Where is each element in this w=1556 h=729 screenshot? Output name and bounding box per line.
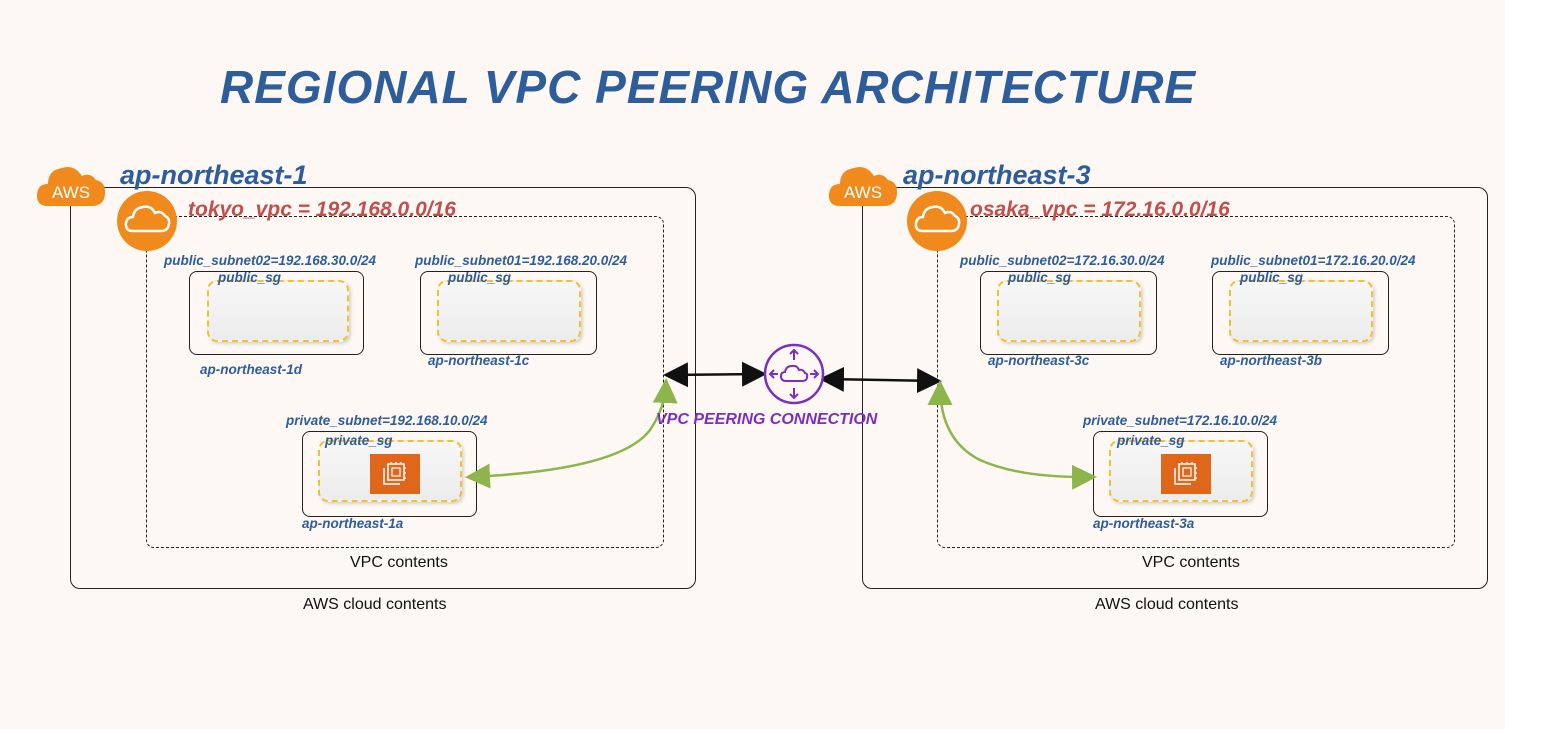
subnet-label: private_subnet=192.168.10.0/24 (286, 413, 488, 428)
az-label: ap-northeast-3a (1093, 516, 1195, 531)
vpc-peering-icon (762, 342, 826, 411)
subnet-label: public_subnet02=192.168.30.0/24 (164, 253, 376, 268)
az-label: ap-northeast-3b (1220, 353, 1323, 368)
sg-label: public_sg (218, 270, 282, 285)
sg-label: private_sg (1117, 433, 1185, 448)
vpc-cloud-icon (904, 190, 970, 257)
peering-link-left (663, 361, 767, 388)
subnet-label: private_subnet=172.16.10.0/24 (1083, 413, 1277, 428)
vpc-caption: VPC contents (350, 554, 448, 571)
aws-cloud-group-tokyo (70, 187, 696, 589)
sg-label: public_sg (1240, 270, 1304, 285)
security-group-box (207, 280, 349, 342)
aws-badge-text: AWS (52, 183, 90, 202)
aws-cloud-caption: AWS cloud contents (303, 596, 447, 613)
region-label: ap-northeast-3 (903, 160, 1091, 190)
aws-cloud-caption: AWS cloud contents (1095, 596, 1239, 613)
security-group-box (997, 280, 1141, 342)
ec2-instance-icon (370, 454, 420, 494)
aws-cloud-icon: AWS (826, 160, 900, 217)
region-label: ap-northeast-1 (120, 160, 308, 190)
az-label: ap-northeast-3c (988, 353, 1090, 368)
ec2-instance-icon (1161, 454, 1211, 494)
sg-label: private_sg (325, 433, 393, 448)
subnet-label: public_subnet02=172.16.30.0/24 (960, 253, 1165, 268)
vpc-caption: VPC contents (1142, 554, 1240, 571)
vpc-label: osaka_vpc = 172.16.0.0/16 (970, 198, 1230, 221)
diagram-title: REGIONAL VPC PEERING ARCHITECTURE (220, 61, 1197, 113)
az-label: ap-northeast-1a (302, 516, 404, 531)
security-group-box (1229, 280, 1373, 342)
vpc-cloud-icon (114, 190, 180, 257)
peering-link-right (819, 366, 942, 394)
aws-cloud-icon: AWS (34, 160, 108, 217)
az-label: ap-northeast-1d (200, 362, 303, 377)
vpc-label: tokyo_vpc = 192.168.0.0/16 (188, 198, 456, 221)
security-group-box (437, 280, 581, 342)
az-label: ap-northeast-1c (428, 353, 530, 368)
route-curve-tokyo (465, 378, 678, 489)
subnet-label: public_subnet01=172.16.20.0/24 (1211, 253, 1416, 268)
peering-connection-label: VPC PEERING CONNECTION (656, 411, 878, 428)
diagram-canvas: REGIONAL VPC PEERING ARCHITECTURE AWS ap… (0, 0, 1505, 729)
sg-label: public_sg (448, 270, 512, 285)
connection-lines (465, 361, 1097, 490)
sg-label: public_sg (1008, 270, 1072, 285)
aws-badge-text: AWS (844, 183, 882, 202)
route-curve-osaka (927, 380, 1097, 490)
subnet-label: public_subnet01=192.168.20.0/24 (415, 253, 627, 268)
